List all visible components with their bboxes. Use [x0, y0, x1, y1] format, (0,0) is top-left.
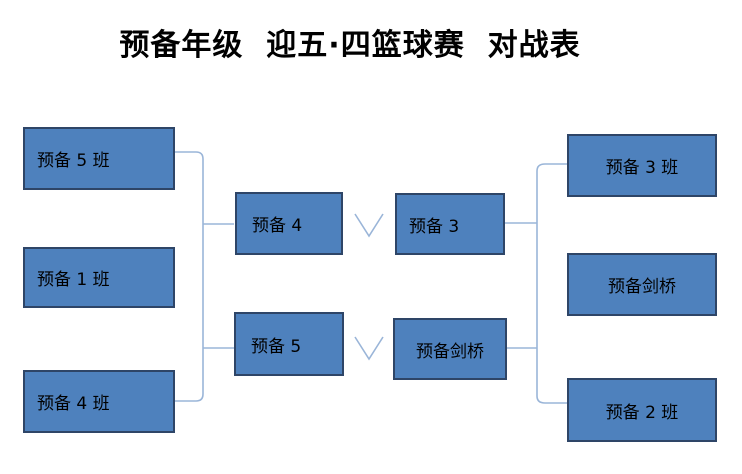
winner-box-jianqiao: 预备剑桥	[393, 318, 507, 380]
team-box-class4: 预备 4 班	[23, 370, 175, 433]
winner-box-yubei3: 预备 3	[395, 193, 505, 255]
team-box-class1: 预备 1 班	[23, 247, 175, 308]
left-bracket-line	[175, 151, 204, 402]
team-label: 预备 1 班	[37, 270, 110, 290]
team-box-jianqiao: 预备剑桥	[567, 253, 717, 316]
team-label: 预备 3	[409, 216, 460, 237]
team-box-class3: 预备 3 班	[567, 134, 717, 197]
right-bracket-line	[536, 163, 567, 404]
winner-box-yubei5: 预备 5	[234, 312, 344, 376]
page-title: 预备年级 迎五·四篮球赛 对战表	[119, 28, 581, 63]
team-box-class5: 预备 5 班	[23, 127, 175, 190]
winner-box-yubei4: 预备 4	[235, 192, 343, 255]
team-label: 预备 5 班	[37, 151, 110, 171]
team-label: 预备 2 班	[605, 402, 679, 423]
team-label: 预备剑桥	[416, 341, 484, 362]
versus-chevron-icon-bottom	[354, 336, 384, 361]
versus-chevron-icon-top	[354, 213, 384, 238]
team-label: 预备 4	[252, 216, 303, 236]
team-label: 预备 5	[251, 336, 302, 357]
team-label: 预备 4 班	[37, 394, 110, 414]
team-label: 预备剑桥	[608, 277, 676, 297]
team-box-class2: 预备 2 班	[567, 378, 717, 442]
team-label: 预备 3 班	[605, 158, 679, 178]
